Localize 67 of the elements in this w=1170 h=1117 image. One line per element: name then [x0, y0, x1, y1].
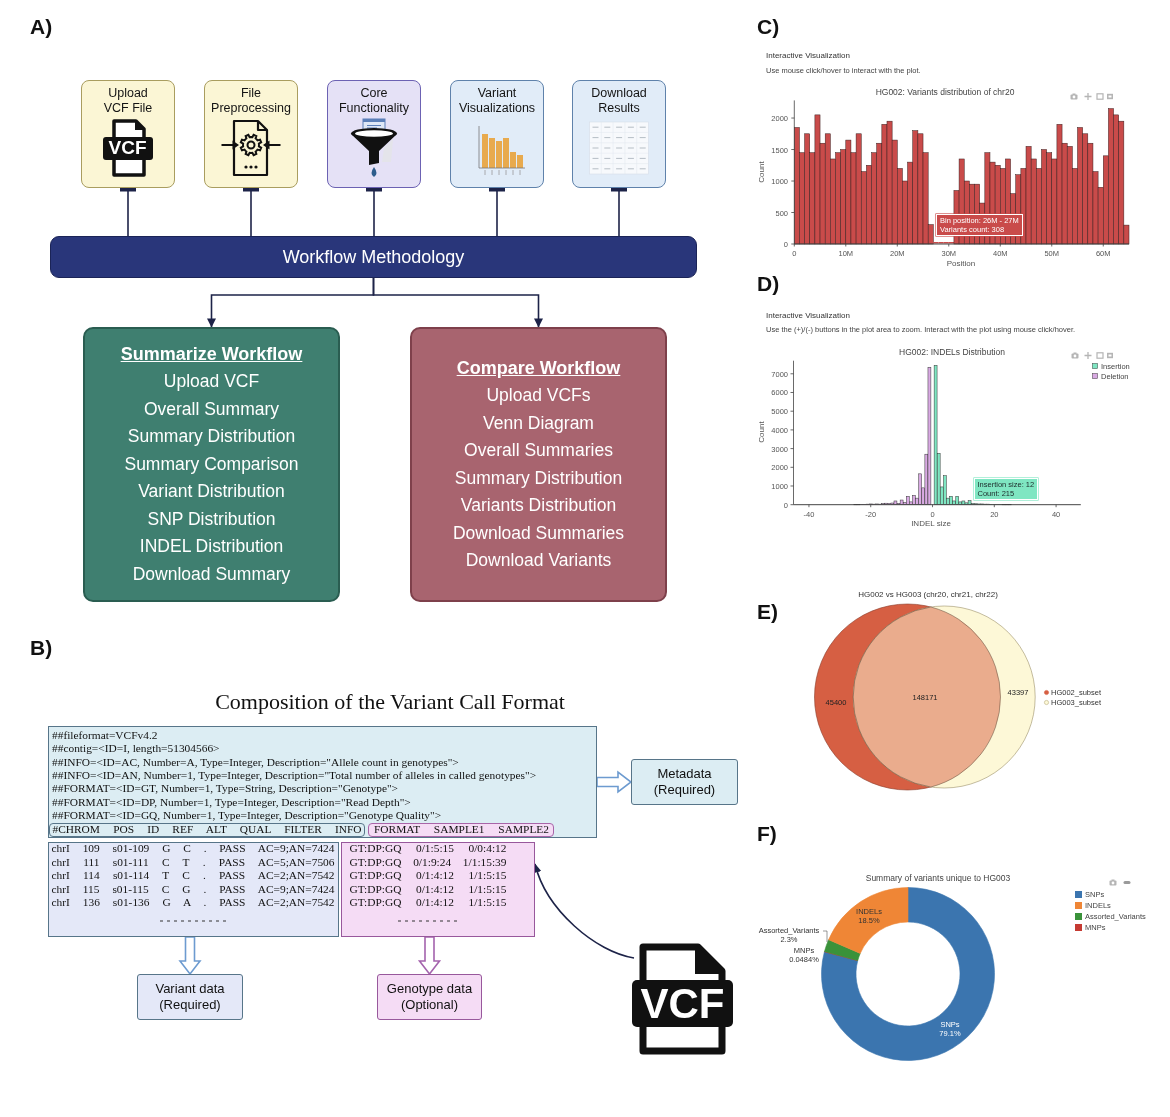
step-title: Variant Visualizations — [457, 86, 537, 116]
list-item: Summary Comparison — [124, 452, 299, 476]
step-title: Download Results — [590, 86, 648, 116]
list-item: Overall Summary — [143, 397, 280, 421]
meta-line: ##contig=<ID=I, length=51304566> — [52, 742, 220, 756]
label-title: Genotype data — [386, 981, 473, 997]
chart-title: HG002: Variants distribution of chr20 — [875, 86, 1015, 98]
data-row: chrI 115 s01-115 C G . PASS AC=9;AN=7424 — [51, 882, 335, 896]
list-item: Overall Summaries — [464, 439, 613, 462]
list-item: Summary Distribution — [127, 425, 296, 449]
list-item: SNP Distribution — [147, 507, 276, 531]
axis-title: Count — [757, 421, 767, 443]
list-item: Variants Distribution — [460, 494, 617, 517]
file-type-label: VCF — [108, 136, 147, 160]
column-names: #CHROM POS ID REF ALT QUAL FILTER INFO — [52, 824, 362, 836]
panel-label: A) — [30, 14, 53, 40]
list-item: Upload VCF — [163, 370, 260, 394]
column-names: FORMAT SAMPLE1 SAMPLE2 — [374, 824, 549, 836]
data-row: chrI 109 s01-109 G C . PASS AC=9;AN=7424 — [51, 842, 335, 856]
list-item: Download Variants — [465, 549, 612, 572]
data-row: chrI 114 s01-114 T C . PASS AC=2;AN=7542 — [51, 869, 335, 883]
data-row: GT:DP:GQ 0/1:5:15 0/0:4:12 — [349, 842, 507, 856]
list-item: Download Summary — [132, 562, 291, 586]
file-type-label: VCF — [640, 978, 725, 1029]
data-row: GT:DP:GQ 0/1:9:24 1/1:15:39 — [349, 855, 507, 870]
step-title: File Preprocessing — [210, 86, 292, 116]
panel-label: D) — [757, 271, 780, 297]
axis-title: Count — [757, 161, 767, 183]
section-heading: Interactive Visualization — [766, 51, 850, 61]
meta-line: ##FORMAT=<ID=GT, Number=1, Type=String, Description="Genotype"> — [52, 782, 398, 796]
data-row: GT:DP:GQ 0/1:4:12 1/1:5:15 — [349, 869, 507, 883]
workflow-heading: Summarize Workflow — [120, 342, 303, 366]
meta-line: ##INFO=<ID=AC, Number=A, Type=Integer, Description="Allele count in genotypes"> — [52, 755, 459, 769]
label-note: (Optional) — [400, 997, 459, 1013]
axis-title: Position — [946, 259, 976, 269]
step-title: Core Functionality — [337, 86, 411, 116]
list-item: Download Summaries — [452, 521, 625, 545]
section-heading: Interactive Visualization — [766, 311, 850, 321]
meta-line: ##FORMAT=<ID=DP, Number=1, Type=Integer, Description="Read Depth"> — [52, 795, 411, 810]
panel-label: B) — [30, 635, 53, 661]
chart-title: HG002: INDELs Distribution — [899, 346, 1005, 358]
meta-line: ##FORMAT=<ID=GQ, Number=1, Type=Integer, Description="Genotype Quality"> — [52, 809, 442, 823]
axis-title: INDEL size — [911, 519, 951, 529]
list-item: Summary Distribution — [454, 466, 623, 490]
panel-title: Composition of the Variant Call Format — [215, 688, 565, 716]
panel-label: E) — [757, 599, 778, 625]
step-title: Upload VCF File — [102, 86, 154, 116]
data-row: chrI 111 s01-111 C T . PASS AC=5;AN=7506 — [51, 855, 335, 870]
data-row: chrI 136 s01-136 G A . PASS AC=2;AN=7542 — [51, 896, 335, 910]
label-note: (Required) — [653, 782, 716, 798]
list-item: INDEL Distribution — [139, 535, 284, 559]
list-item: Venn Diagram — [483, 411, 594, 435]
panel-label: F) — [757, 821, 777, 847]
list-item: Upload VCFs — [486, 384, 591, 407]
data-row: GT:DP:GQ 0/1:4:12 1/1:5:15 — [349, 896, 507, 910]
list-item: Variant Distribution — [138, 480, 285, 504]
chart-title: Summary of variants unique to HG003 — [865, 872, 1011, 884]
bar-title: Workflow Methodology — [282, 246, 465, 268]
chart-title: HG002 vs HG003 (chr20, chr21, chr22) — [858, 590, 998, 600]
label-note: (Required) — [159, 997, 221, 1013]
meta-line: ##fileformat=VCFv4.2 — [52, 728, 158, 743]
meta-line: ##INFO=<ID=AN, Number=1, Type=Integer, Description="Total number of alleles in called genotypes"> — [52, 769, 537, 783]
data-row: GT:DP:GQ 0/1:4:12 1/1:5:15 — [349, 882, 507, 896]
panel-label: C) — [757, 14, 780, 40]
label-title: Metadata — [657, 766, 712, 782]
workflow-heading: Compare Workflow — [456, 356, 621, 380]
label-title: Variant data — [155, 981, 225, 997]
